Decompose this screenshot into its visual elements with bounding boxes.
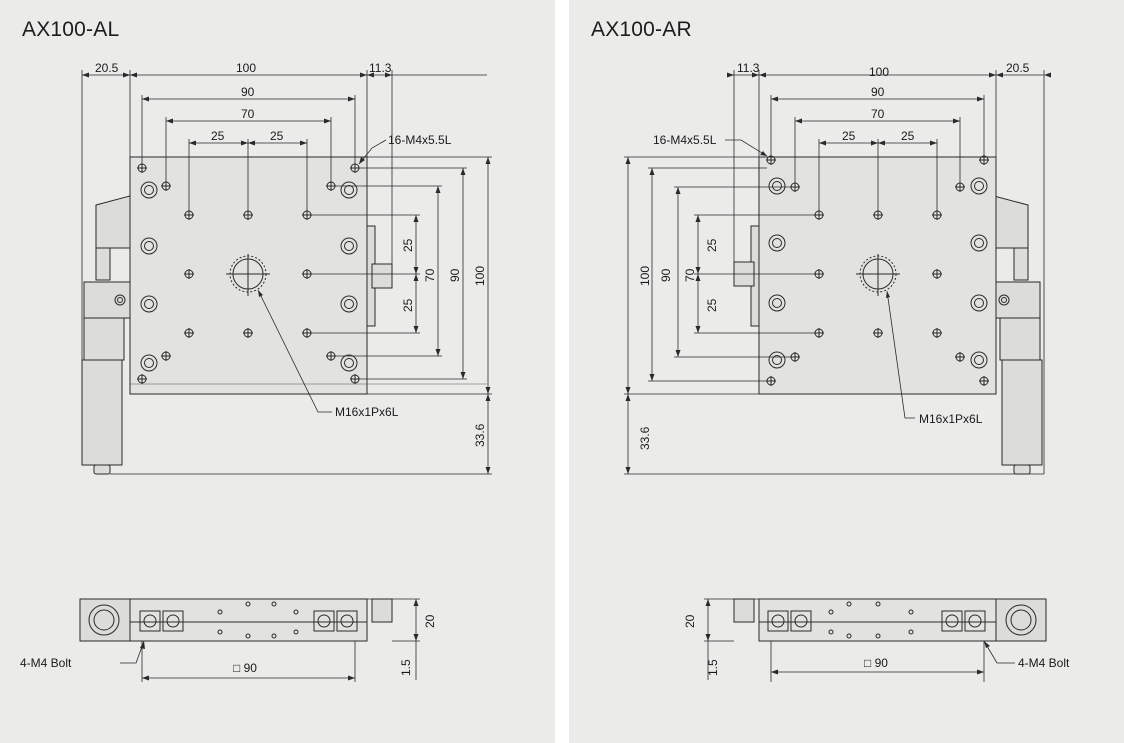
model-title: AX100-AR [591, 18, 692, 41]
dim-v90: 90 [448, 268, 462, 282]
dim-100: 100 [236, 61, 256, 75]
dim-h20: 20 [423, 614, 437, 628]
dim-70: 70 [871, 107, 885, 121]
dim-11-3: 11.3 [737, 61, 760, 75]
center-thread-callout: M16x1Px6L [919, 412, 983, 426]
model-title: AX100-AL [22, 18, 120, 41]
dim-v100: 100 [473, 266, 487, 286]
center-thread-callout: M16x1Px6L [335, 405, 399, 419]
drawing-panel-ar: AX100-AR [569, 0, 1124, 743]
dim-25-b: 25 [270, 129, 284, 143]
dim-square-90: □ 90 [233, 661, 257, 675]
dim-v25-a: 25 [401, 238, 415, 252]
technical-drawing: 11.3 100 20.5 90 70 25 25 16-M4x5.5L M16… [624, 61, 1070, 682]
dim-v25-a: 25 [705, 238, 719, 252]
dim-25-a: 25 [842, 129, 856, 143]
dim-25-b: 25 [901, 129, 915, 143]
top-view: 11.3 100 20.5 90 70 25 25 16-M4x5.5L M16… [624, 61, 1051, 475]
dim-v100: 100 [638, 266, 652, 286]
drawing-panel-al: AX100-AL [0, 0, 555, 743]
dim-90: 90 [871, 85, 885, 99]
mounting-holes [766, 155, 989, 386]
dim-v25-b: 25 [401, 298, 415, 312]
dim-h20: 20 [683, 614, 697, 628]
holes-callout: 16-M4x5.5L [653, 133, 717, 147]
bolt-callout: 4-M4 Bolt [1018, 656, 1070, 670]
dim-v70: 70 [683, 268, 697, 282]
dim-70: 70 [241, 107, 255, 121]
dim-90: 90 [241, 85, 255, 99]
holes-callout: 16-M4x5.5L [388, 133, 452, 147]
micrometer-head [993, 195, 1043, 475]
dim-v33-6: 33.6 [473, 423, 487, 447]
technical-drawing: 20.5 100 11.3 90 70 25 25 16-M4x5.5L M16… [20, 61, 492, 682]
dim-v70: 70 [423, 268, 437, 282]
dim-h1-5: 1.5 [399, 659, 413, 676]
bolt-callout: 4-M4 Bolt [20, 656, 72, 670]
dim-100: 100 [869, 65, 889, 79]
dim-v90: 90 [659, 268, 673, 282]
dim-20-5: 20.5 [95, 61, 119, 75]
dim-square-90: □ 90 [864, 656, 888, 670]
side-view: 4-M4 Bolt □ 90 20 1.5 [683, 598, 1070, 682]
side-view: 4-M4 Bolt □ 90 20 1.5 [20, 598, 437, 682]
dim-25-a: 25 [211, 129, 225, 143]
top-view: 20.5 100 11.3 90 70 25 25 16-M4x5.5L M16… [81, 61, 492, 475]
dim-v33-6: 33.6 [638, 426, 652, 450]
dim-v25-b: 25 [705, 298, 719, 312]
micrometer-head [81, 195, 131, 475]
dim-11-3: 11.3 [369, 61, 392, 75]
dim-20-5: 20.5 [1006, 61, 1030, 75]
dim-h1-5: 1.5 [706, 659, 720, 676]
